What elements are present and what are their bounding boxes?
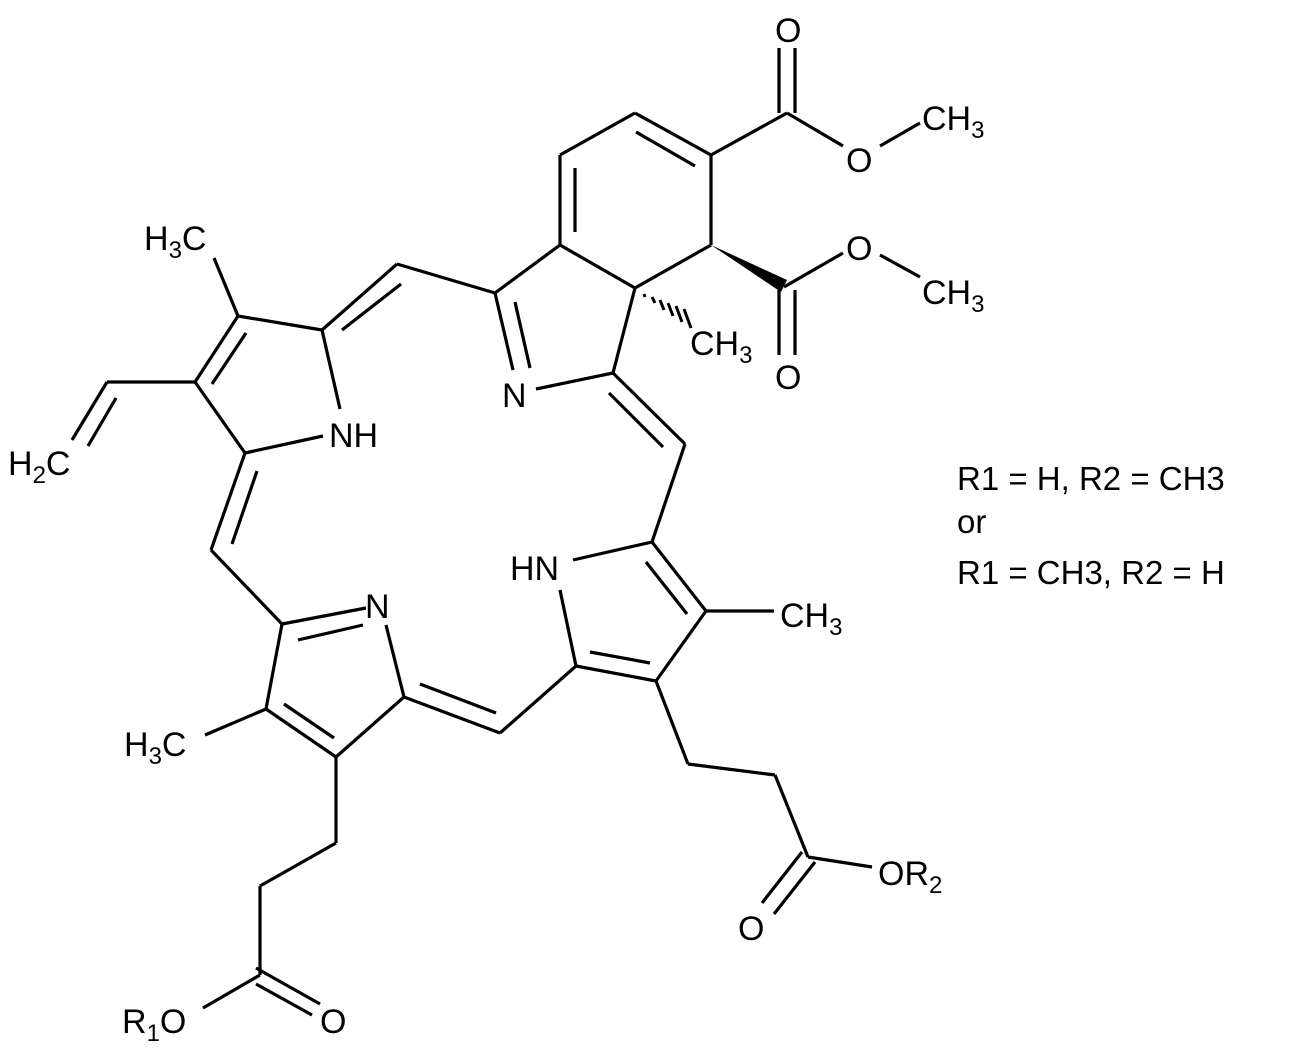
bonds bbox=[70, 48, 921, 1017]
methyl-label-quaternary: CH3 bbox=[690, 325, 752, 369]
methyl-label-ring-c: H3C bbox=[124, 726, 186, 770]
ester-bottom-carbonyl-o: O bbox=[775, 359, 801, 397]
substituent-note-or: or bbox=[957, 503, 987, 540]
atom-labels: H3C H2C NH N HN N H3C CH3 CH3 O O CH3 O … bbox=[8, 12, 984, 1047]
ester-top-carbonyl-o: O bbox=[775, 12, 801, 50]
ester-bottom-methyl: CH3 bbox=[922, 274, 984, 318]
ester-top-methyl: CH3 bbox=[922, 100, 984, 144]
propionate-left-r1o: R1O bbox=[122, 1003, 186, 1047]
ester-top-o: O bbox=[846, 142, 872, 180]
nh-label-ring-a: NH bbox=[329, 417, 378, 455]
propionate-right-or2: OR2 bbox=[878, 855, 942, 899]
ester-bottom-o: O bbox=[846, 230, 872, 268]
propionate-left-carbonyl-o: O bbox=[320, 1003, 346, 1041]
methyl-label-ring-d: CH3 bbox=[780, 597, 842, 641]
wedge-bond bbox=[711, 245, 787, 292]
hashed-bond bbox=[642, 293, 693, 329]
vinyl-ch2-label: H2C bbox=[8, 445, 70, 489]
n-label-ring-c: N bbox=[365, 588, 390, 626]
methyl-label-ring-a: H3C bbox=[144, 220, 206, 264]
hn-label-ring-d: HN bbox=[510, 550, 559, 588]
propionate-right-carbonyl-o: O bbox=[738, 910, 764, 948]
n-label-ring-b: N bbox=[502, 377, 527, 415]
substituent-note-line1: R1 = H, R2 = CH3 bbox=[957, 460, 1225, 497]
substituent-note-line2: R1 = CH3, R2 = H bbox=[957, 554, 1225, 591]
